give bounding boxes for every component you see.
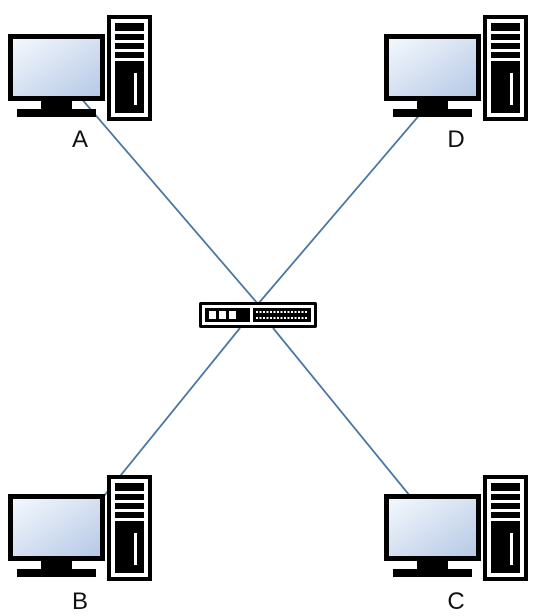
links [79, 96, 423, 497]
node-label-d: D [447, 126, 464, 153]
computer-d-icon [384, 15, 528, 121]
computer-a-icon [8, 15, 152, 121]
node-label-a: A [72, 126, 88, 153]
link-d [257, 111, 423, 305]
link-a [79, 96, 259, 305]
link-c [272, 327, 411, 497]
computer-b-icon [8, 475, 152, 581]
node-label-c: C [447, 588, 464, 615]
link-b [103, 327, 241, 497]
network-switch-icon [199, 302, 317, 328]
node-label-b: B [72, 588, 88, 615]
